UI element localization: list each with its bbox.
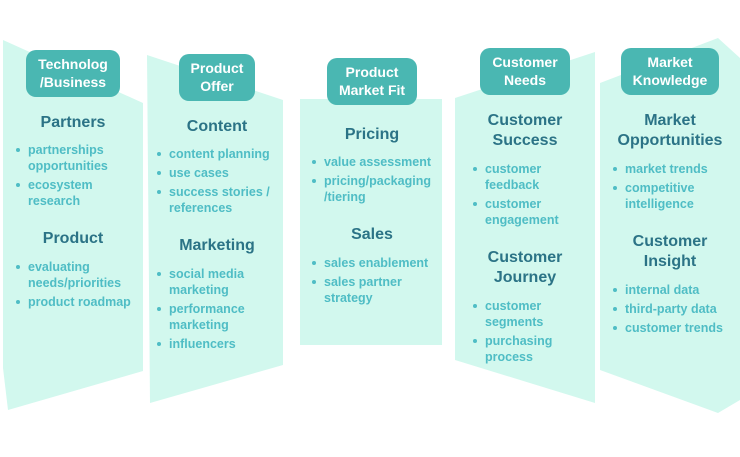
column-badge: Product Market Fit (326, 58, 418, 105)
section-heading: Product (42, 230, 104, 248)
ribbon-shape-1 (3, 40, 143, 410)
bullet-item: product roadmap (14, 294, 132, 310)
column-badge: Market Knowledge (620, 48, 720, 95)
bullet-list: sales enablement sales partner strategy (310, 255, 434, 306)
bullet-list: evaluating needs/priorities product road… (14, 259, 132, 310)
section-heading: Customer Insight (632, 232, 708, 271)
badge-line: Offer (200, 77, 234, 94)
bullet-list: customer feedback customer engagement (471, 161, 579, 228)
badge-line: Customer (492, 54, 558, 70)
bullet-item: performance marketing (155, 301, 279, 333)
badge-line: Product (345, 64, 399, 80)
bullet-item: evaluating needs/priorities (14, 259, 132, 291)
section-customer-insight: Customer Insight internal data third-par… (603, 232, 737, 336)
column-product-offer: Product Offer Content content planning u… (150, 54, 284, 355)
section-customer-success: Customer Success customer feedback custo… (458, 111, 592, 228)
section-heading: Marketing (179, 237, 255, 255)
section-product: Product evaluating needs/priorities prod… (8, 229, 138, 309)
bullet-list: value assessment pricing/packaging/tieri… (310, 154, 434, 205)
section-heading: Content (186, 118, 248, 135)
ribbon-shape-2 (147, 55, 283, 403)
bullet-list: content planning use cases success stori… (155, 146, 279, 216)
bullet-list: partnerships opportunities ecosystem res… (14, 142, 132, 209)
badge-line: Market Fit (338, 81, 406, 98)
bullet-item: competitive intelligence (611, 180, 729, 212)
column-badge: Technolog /Business (26, 50, 120, 97)
section-heading: Partners (40, 114, 106, 131)
bullet-item: partnerships opportunities (14, 142, 132, 174)
bullet-list: social media marketing performance marke… (155, 266, 279, 352)
bullet-item: customer feedback (471, 161, 579, 193)
bullet-item: pricing/packaging/tiering (310, 173, 434, 205)
section-marketing: Marketing social media marketing perform… (150, 236, 284, 351)
badge-line: Knowledge (632, 71, 708, 88)
column-market-knowledge: Market Knowledge Market Opportunities ma… (603, 48, 737, 339)
ribbon-shape-4 (455, 52, 595, 403)
badge-line: Technolog (38, 56, 108, 72)
section-market-opportunities: Market Opportunities market trends compe… (603, 111, 737, 212)
column-badge: Customer Needs (480, 48, 570, 95)
badge-line: /Business (39, 73, 107, 90)
bullet-item: third-party data (611, 301, 729, 317)
bullet-item: market trends (611, 161, 729, 177)
bullet-item: internal data (611, 282, 729, 298)
bullet-item: value assessment (310, 154, 434, 170)
bullet-item: ecosystem research (14, 177, 132, 209)
bullet-item: content planning (155, 146, 279, 162)
bullet-item: influencers (155, 336, 279, 352)
section-heading: Customer Journey (487, 248, 563, 287)
section-sales: Sales sales enablement sales partner str… (302, 225, 442, 305)
bullet-list: customer segments purchasing process (471, 298, 579, 365)
section-customer-journey: Customer Journey customer segments purch… (458, 248, 592, 365)
column-customer-needs: Customer Needs Customer Success customer… (458, 48, 592, 368)
section-heading: Market Opportunities (617, 112, 723, 150)
section-heading: Pricing (344, 126, 400, 143)
bullet-item: use cases (155, 165, 279, 181)
section-partners: Partners partnerships opportunities ecos… (8, 113, 138, 209)
badge-line: Product (190, 60, 244, 76)
column-technology-business: Technolog /Business Partners partnership… (8, 50, 138, 313)
bullet-item: customer segments (471, 298, 579, 330)
section-heading: Sales (351, 226, 393, 244)
bullet-item: sales enablement (310, 255, 434, 271)
badge-line: Market (647, 54, 693, 70)
section-heading: Customer Success (487, 112, 563, 150)
bullet-item: social media marketing (155, 266, 279, 298)
bullet-item: customer engagement (471, 196, 579, 228)
ribbon-shape-5 (600, 38, 740, 413)
column-badge: Product Offer (178, 54, 256, 101)
bullet-item: success stories / references (155, 184, 279, 216)
section-content: Content content planning use cases succe… (150, 117, 284, 216)
bullet-item: purchasing process (471, 333, 579, 365)
section-pricing: Pricing value assessment pricing/packagi… (302, 125, 442, 205)
bullet-item: sales partner strategy (310, 274, 434, 306)
column-product-market-fit: Product Market Fit Pricing value assessm… (302, 58, 442, 309)
bullet-item: customer trends (611, 320, 729, 336)
ribbon-shape-3 (300, 99, 442, 345)
badge-line: Needs (503, 71, 546, 88)
bullet-list: market trends competitive intelligence (611, 161, 729, 212)
bullet-list: internal data third-party data customer … (611, 282, 729, 336)
